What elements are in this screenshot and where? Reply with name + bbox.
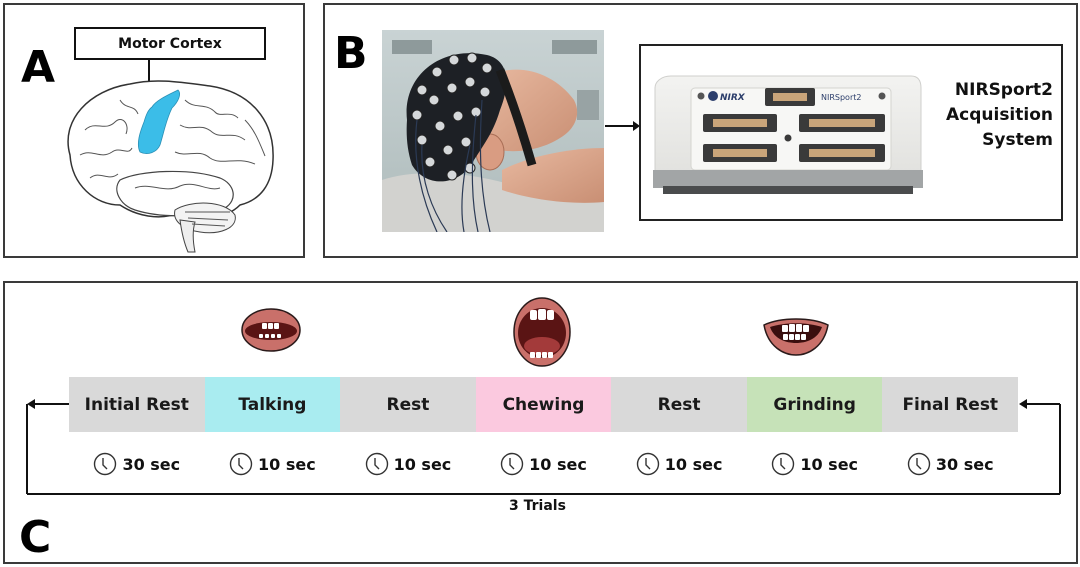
segment-duration: 30 sec (69, 447, 205, 481)
photo-to-device-arrow (605, 121, 640, 131)
segment-label: Final Rest (902, 394, 999, 415)
clock-icon (907, 452, 931, 476)
acquisition-device-box: NIRX NIRSport2 NIRSport2 Acquisition Sy (639, 44, 1063, 221)
brain-gyri (79, 99, 266, 227)
segment-duration: 10 sec (476, 447, 612, 481)
panel-letter-c: C (19, 512, 52, 563)
mouth-icons-row (241, 297, 829, 367)
clock-icon (93, 452, 117, 476)
cap-strap (495, 68, 537, 167)
equipment-background (392, 40, 432, 54)
panel-b-acquisition-setup: B (323, 3, 1078, 258)
segment-duration: 10 sec (205, 447, 341, 481)
center-screw-icon (784, 134, 792, 142)
duration-text: 30 sec (935, 454, 994, 474)
segment-duration: 10 sec (611, 447, 747, 481)
loop-right-arrowhead (1019, 399, 1027, 409)
brain-illustration (67, 60, 274, 253)
clock-icon (229, 452, 253, 476)
trials-count-label: 3 Trials (509, 498, 566, 514)
trial-loop-arrow (26, 399, 1061, 495)
timeline-segment: Initial Rest (69, 377, 205, 432)
segment-duration: 10 sec (340, 447, 476, 481)
panel-c-protocol-timeline: C Initial Rest Talking Rest Chewing Rest Grin… (3, 281, 1078, 564)
segment-label: Chewing (502, 394, 585, 415)
brainstem (179, 219, 196, 253)
protocol-timeline: Initial Rest Talking Rest Chewing Rest Grindi… (69, 377, 1019, 432)
clock-icon (500, 452, 524, 476)
device-title: NIRSport2 Acquisition System (946, 78, 1053, 153)
timeline-segment: Grinding (746, 377, 883, 432)
segment-label: Grinding (773, 394, 856, 415)
optode-cables (415, 99, 491, 232)
panel-a-motor-cortex: A Motor Cortex (3, 3, 305, 258)
duration-text: 10 sec (664, 454, 723, 474)
timeline-segment: Final Rest (882, 377, 1019, 432)
segment-duration: 10 sec (747, 447, 883, 481)
talking-mouth-icon (241, 308, 301, 352)
segment-durations: 30 sec 10 sec 10 sec 10 sec 10 sec 10 sec 30 s… (69, 447, 1018, 481)
nirsport2-device-image: NIRX NIRSport2 (653, 75, 923, 194)
timeline-segment: Rest (611, 377, 747, 432)
duration-text: 10 sec (258, 454, 316, 474)
fnirs-cap-photo (382, 30, 604, 232)
timeline-segment: Rest (340, 377, 476, 432)
duration-text: 10 sec (800, 454, 859, 474)
clock-icon (365, 452, 389, 476)
chewing-mouth-icon (513, 297, 571, 367)
nirx-logo-icon (708, 91, 718, 101)
timeline-segment: Talking (204, 377, 341, 432)
segment-duration: 30 sec (882, 447, 1018, 481)
duration-text: 30 sec (122, 454, 181, 474)
motor-cortex-callout: Motor Cortex (74, 27, 266, 60)
device-title-line-2: Acquisition (945, 105, 1053, 125)
duration-text: 10 sec (529, 454, 587, 474)
timeline-segment: Chewing (475, 377, 612, 432)
loop-left-arrowhead (27, 399, 35, 409)
device-title-line-1: NIRSport2 (954, 80, 1053, 100)
duration-text: 10 sec (393, 454, 452, 474)
segment-label: Rest (386, 394, 430, 415)
panel-letter-b: B (334, 28, 368, 79)
clock-icon (771, 452, 795, 476)
screw-icon (878, 92, 886, 100)
panel-letter-a: A (21, 42, 56, 93)
device-title-line-3: System (982, 130, 1053, 150)
clock-icon (636, 452, 660, 476)
grinding-mouth-icon (763, 318, 829, 356)
nirx-logo-text: NIRX (720, 93, 746, 103)
screw-icon (697, 92, 705, 100)
segment-label: Rest (657, 394, 701, 415)
motor-cortex-label: Motor Cortex (118, 35, 222, 52)
motor-cortex-highlight (137, 89, 180, 154)
device-base (653, 170, 923, 188)
segment-label: Talking (238, 394, 307, 415)
device-connectors (703, 88, 885, 162)
nirsport2-model-text: NIRSport2 (821, 93, 861, 102)
segment-label: Initial Rest (84, 394, 189, 415)
optodes (411, 52, 493, 181)
